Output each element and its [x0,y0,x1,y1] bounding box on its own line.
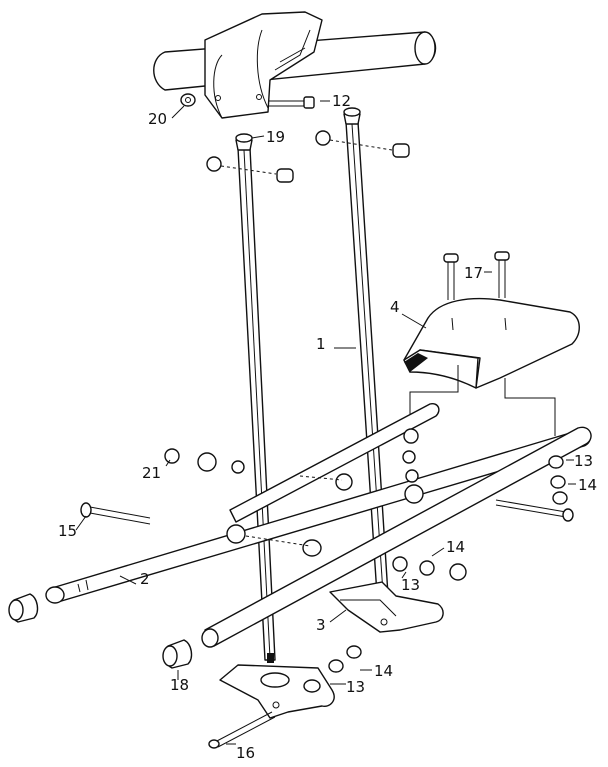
bolt-15 [80,502,151,525]
bolt-12 [268,96,315,109]
foot-base-left [219,664,335,719]
callout-19: 19 [266,128,285,146]
foot-base-3 [329,581,444,633]
callout-16: 16 [236,744,255,762]
callouts: 1 2 3 4 12 13 13 13 14 14 14 15 16 17 18… [58,92,597,762]
hardware-13-14 [303,428,574,693]
callout-17: 17 [464,264,483,282]
upright-post-left [235,133,276,663]
top-crossbar-assembly [153,11,437,119]
callout-13-middle: 13 [401,576,420,594]
callout-20: 20 [148,110,167,128]
callout-14-right: 14 [578,476,597,494]
callout-15: 15 [58,522,77,540]
hardware-21 [164,448,353,557]
callout-4: 4 [390,298,400,316]
top-bracket [204,11,323,119]
seat-bolts-17 [443,251,510,300]
seat-4 [403,297,580,389]
post-hardware [206,130,410,183]
callout-14-middle: 14 [446,538,465,556]
callout-14-bottom: 14 [374,662,393,680]
upright-post-right [343,107,389,596]
cross-rail [201,426,592,648]
callout-21: 21 [142,464,161,482]
callout-1: 1 [316,335,326,353]
callout-3: 3 [316,616,326,634]
callout-18: 18 [170,676,189,694]
callout-2: 2 [140,570,150,588]
end-caps-18 [8,593,193,669]
callout-13-right: 13 [574,452,593,470]
callout-13-bottom: 13 [346,678,365,696]
leader-lines [75,100,576,745]
seat-mount-lines [409,365,556,436]
pin-16 [208,711,276,749]
callout-12: 12 [332,92,351,110]
top-crossbar-end [414,31,436,65]
nut-20 [180,93,196,107]
back-rail [229,402,440,523]
